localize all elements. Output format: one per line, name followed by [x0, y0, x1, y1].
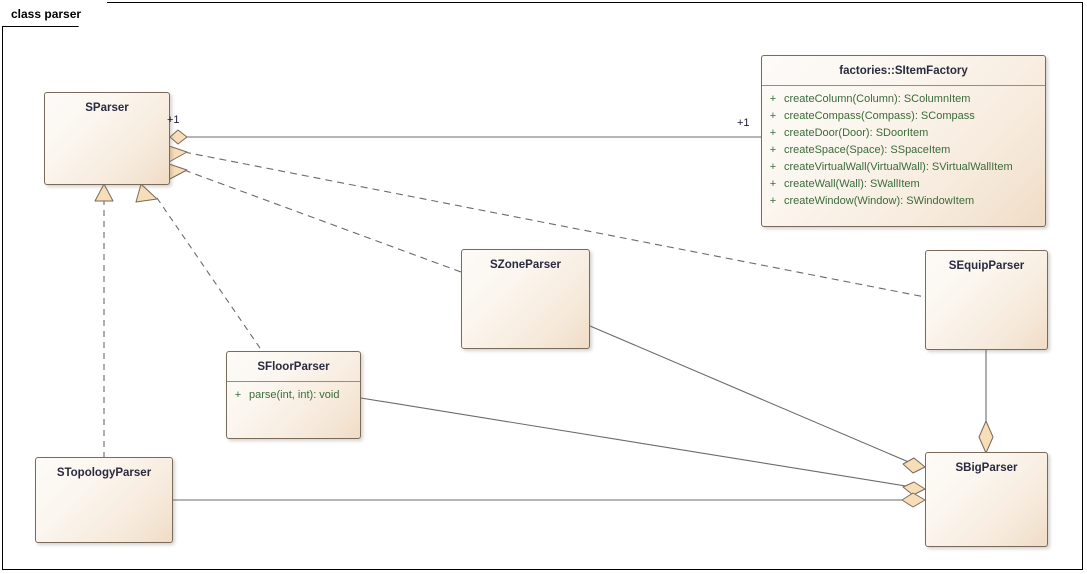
connector-sfloorparser-to-sparser	[156, 197, 263, 352]
class-box-sitemfactory[interactable]: factories::SItemFactory + createColumn(C…	[761, 55, 1046, 227]
multiplicity-label-sitemfactory: +1	[737, 117, 750, 129]
class-box-sfloorparser[interactable]: SFloorParser + parse(int, int): void	[226, 351, 361, 439]
aggregation-diamond-sbigparser-topology	[901, 492, 926, 508]
member-row: + createDoor(Door): SDoorItem	[762, 125, 1045, 142]
member-row: + createCompass(Compass): SCompass	[762, 108, 1045, 125]
member-visibility: +	[769, 144, 777, 156]
member-visibility: +	[769, 195, 777, 207]
connector-szoneparser-to-sparser	[183, 169, 462, 273]
class-box-sparser[interactable]: SParser	[44, 92, 170, 185]
member-row: + createWall(Wall): SWallItem	[762, 176, 1045, 193]
member-visibility: +	[769, 93, 777, 105]
class-title-sfloorparser: SFloorParser	[257, 361, 330, 373]
aggregation-diamond-sbigparser-zone	[902, 457, 926, 474]
realization-triangle-sparser-equip	[168, 145, 188, 163]
member-signature: createVirtualWall(VirtualWall): SVirtual…	[784, 161, 1013, 173]
realization-triangle-sparser-topology	[94, 183, 114, 202]
realization-triangle-sparser-floor	[135, 183, 158, 203]
member-visibility: +	[769, 161, 777, 173]
class-title-sparser: SParser	[85, 102, 129, 114]
member-row: + createSpace(Space): SSpaceItem	[762, 142, 1045, 159]
member-visibility: +	[769, 127, 777, 139]
member-signature: createWall(Wall): SWallItem	[784, 178, 920, 190]
class-members-sitemfactory: + createColumn(Column): SColumnItem + cr…	[762, 86, 1045, 216]
member-visibility: +	[769, 178, 777, 190]
member-signature: createDoor(Door): SDoorItem	[784, 127, 929, 139]
class-title-szoneparser: SZoneParser	[490, 259, 561, 271]
member-signature: parse(int, int): void	[249, 389, 340, 401]
member-signature: createSpace(Space): SSpaceItem	[784, 144, 951, 156]
class-box-sbigparser[interactable]: SBigParser	[925, 452, 1048, 547]
class-box-sequipparser[interactable]: SEquipParser	[925, 250, 1048, 350]
member-visibility: +	[234, 389, 242, 401]
member-signature: createCompass(Compass): SCompass	[784, 110, 975, 122]
aggregation-diamond-sparser-factory	[169, 129, 188, 145]
connector-szoneparser-to-sbigparser	[589, 325, 919, 467]
class-members-sfloorparser: + parse(int, int): void	[227, 382, 360, 410]
member-row: + createVirtualWall(VirtualWall): SVirtu…	[762, 159, 1045, 176]
class-separator-sitemfactory	[762, 85, 1045, 86]
diagram-frame-label: class parser	[2, 2, 108, 26]
aggregation-diamond-sbigparser-floor	[902, 481, 926, 496]
class-title-stopologyparser: STopologyParser	[56, 467, 152, 479]
member-signature: createColumn(Column): SColumnItem	[784, 93, 971, 105]
multiplicity-label-sparser: +1	[167, 114, 180, 126]
connector-sfloorparser-to-sbigparser	[360, 397, 919, 489]
member-row: + parse(int, int): void	[227, 387, 360, 404]
class-box-szoneparser[interactable]: SZoneParser	[461, 249, 590, 349]
realization-triangle-sparser-zone	[167, 163, 188, 181]
aggregation-diamond-sbigparser-equip	[978, 420, 994, 454]
class-box-stopologyparser[interactable]: STopologyParser	[35, 457, 173, 543]
member-signature: createWindow(Window): SWindowItem	[784, 195, 975, 207]
member-visibility: +	[769, 110, 777, 122]
class-title-sitemfactory: factories::SItemFactory	[839, 65, 968, 77]
member-row: + createColumn(Column): SColumnItem	[762, 91, 1045, 108]
class-title-sequipparser: SEquipParser	[948, 260, 1025, 272]
class-separator-sfloorparser	[227, 381, 360, 382]
member-row: + createWindow(Window): SWindowItem	[762, 193, 1045, 210]
class-title-sbigparser: SBigParser	[955, 462, 1018, 474]
